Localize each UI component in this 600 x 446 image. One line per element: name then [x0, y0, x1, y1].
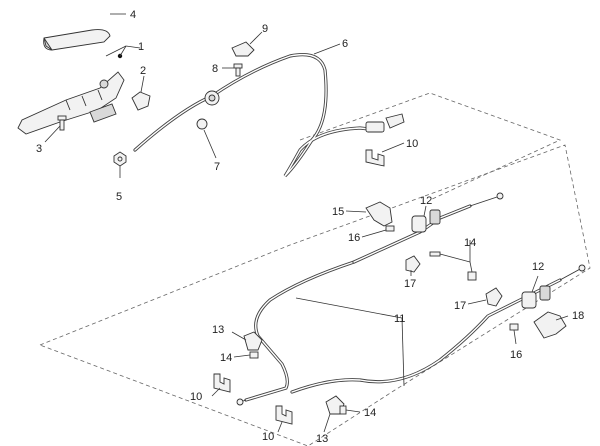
callout-17a: 17: [404, 278, 416, 290]
callout-15: 15: [332, 206, 344, 218]
microswitch-part: [131, 75, 151, 111]
callout-labels: 4 1 2 3 5 7 8 9 6 10 12 15 16 14 17 17 1…: [36, 9, 584, 445]
callout-13b: 13: [316, 433, 328, 445]
lower-assembly-outline: [38, 144, 591, 446]
lever-assembly-part: [17, 45, 141, 135]
screw-part-3: [44, 115, 67, 143]
callout-18: 18: [572, 310, 584, 322]
clip-part-10c: [275, 405, 293, 433]
callout-13a: 13: [212, 324, 224, 336]
screw-part-14a: [429, 240, 477, 281]
grommet-part-12b: [521, 275, 551, 309]
clip-part-10a: [365, 142, 405, 167]
callout-7: 7: [214, 161, 220, 173]
grommet-part-13a: [231, 331, 263, 351]
callout-12b: 12: [532, 261, 544, 273]
cable-guide-part: [231, 31, 263, 57]
callout-12a: 12: [420, 195, 432, 207]
callout-4: 4: [130, 9, 136, 21]
screw-part-14c: [339, 405, 361, 415]
callout-14b: 14: [220, 352, 232, 364]
callout-10c: 10: [262, 431, 274, 443]
callout-11: 11: [394, 313, 405, 325]
callout-17b: 17: [454, 300, 466, 312]
nut-part-5: [113, 151, 127, 178]
callout-9: 9: [262, 23, 268, 35]
clip-part-17a: [405, 255, 421, 276]
callout-1: 1: [138, 41, 144, 53]
clip-part-10b: [211, 373, 231, 397]
bracket-part-18: [533, 311, 569, 339]
lever-cover-part: [43, 13, 126, 51]
upper-assembly-outline: [299, 92, 562, 201]
callout-16a: 16: [348, 232, 360, 244]
nut-part-7: [196, 118, 217, 159]
bolt-part-16b: [509, 323, 519, 345]
callout-8: 8: [212, 63, 218, 75]
callout-14c: 14: [364, 407, 376, 419]
callout-2: 2: [140, 65, 146, 77]
callout-10a: 10: [406, 138, 418, 150]
callout-5: 5: [116, 191, 122, 203]
callout-6: 6: [342, 38, 348, 50]
bolt-part-16a: [361, 225, 395, 238]
callout-16b: 16: [510, 349, 522, 361]
callout-10b: 10: [190, 391, 202, 403]
front-cable-part: [133, 43, 405, 178]
grommet-part-12a: [411, 205, 441, 233]
bracket-part-15: [345, 201, 393, 227]
callout-3: 3: [36, 143, 42, 155]
screw-part-14b: [233, 351, 259, 359]
screw-part-8: [222, 63, 243, 77]
clip-part-17b: [467, 287, 503, 307]
callout-14a: 14: [464, 237, 476, 249]
